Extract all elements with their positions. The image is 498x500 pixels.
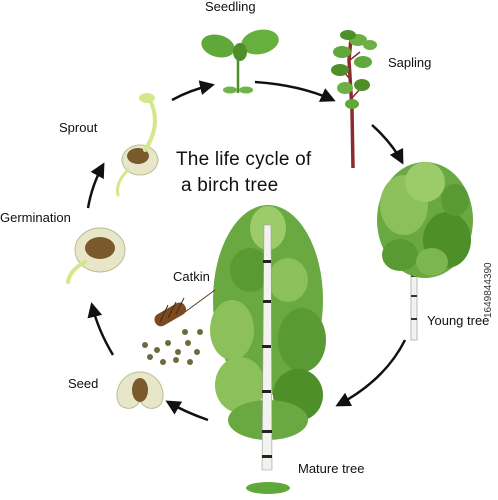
label-germination: Germination [0,210,71,225]
label-seedling: Seedling [205,0,256,14]
label-mature-tree: Mature tree [298,461,365,476]
arrow-sapling-to-young-tree [371,124,404,165]
seedling-illustration [201,29,279,94]
sapling-illustration [331,30,377,169]
stock-id-watermark: 1649844390 [483,262,494,318]
label-seed: Seed [68,376,99,391]
label-sprout: Sprout [59,120,98,135]
title-line-1: The life cycle of [176,149,312,170]
mature-tree-illustration [210,205,326,494]
arrow-mature-tree-to-seed [165,400,209,422]
germination-illustration [66,227,126,284]
title-line-2: a birch tree [181,174,279,196]
arrow-sprout-to-seedling [171,80,215,102]
diagram-title: The life cycle of a birch tree [176,147,311,198]
scattered-seeds [142,329,203,365]
arrow-germination-to-sprout [86,162,105,209]
cycle-arrows [86,80,407,422]
label-catkin: Catkin [173,269,210,284]
seed-illustration [116,371,164,409]
label-young-tree: Young tree [427,313,490,328]
catkin-illustration [154,289,216,327]
arrow-seedling-to-sapling [254,80,336,102]
sprout-illustration [116,93,159,197]
label-sapling: Sapling [388,55,432,70]
arrow-seed-to-germination [87,302,115,356]
arrow-young-tree-to-mature-tree [335,339,407,407]
young-tree-illustration [377,162,473,341]
